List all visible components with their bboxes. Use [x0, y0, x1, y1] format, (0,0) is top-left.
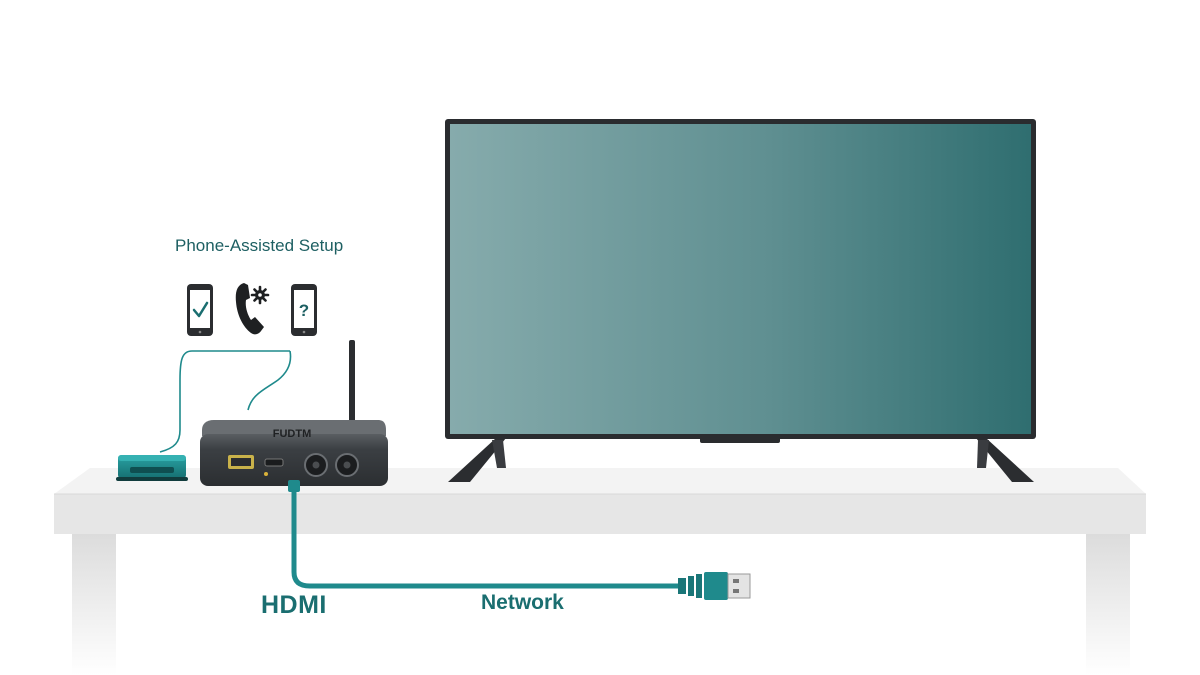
phone-connector-line [159, 350, 290, 453]
teal-device [116, 455, 188, 481]
tv-stand-left-foot [492, 440, 506, 468]
device-brand: FUDTM [273, 428, 312, 440]
usb-connector-icon [678, 572, 751, 600]
table [54, 468, 1146, 675]
question-mark: ? [299, 301, 309, 320]
table-leg-right [1086, 534, 1130, 675]
status-led [264, 472, 268, 476]
table-top-front [54, 494, 1146, 534]
streaming-box: FUDTM [200, 340, 388, 492]
usb-port[interactable] [264, 458, 284, 467]
network-label: Network [481, 591, 564, 614]
table-leg-left [72, 534, 116, 675]
phone-gear-icon [235, 283, 270, 335]
tv-bottom-ridge [700, 437, 780, 443]
phone-question-icon: ? [291, 284, 317, 336]
hdmi-label: HDMI [261, 591, 327, 619]
setup-title: Phone-Assisted Setup [175, 236, 344, 255]
phone-connector-line-2 [247, 350, 292, 411]
cable-plug [288, 480, 300, 492]
tv-stand-right [976, 438, 1034, 482]
tv-stand-right-foot [977, 440, 989, 468]
tv-stand-left [448, 438, 506, 482]
network-cable [291, 489, 683, 589]
antenna [349, 340, 355, 432]
television [445, 119, 1036, 482]
tv-screen [450, 124, 1031, 434]
phone-check-icon [187, 284, 213, 336]
box-top [202, 420, 386, 436]
